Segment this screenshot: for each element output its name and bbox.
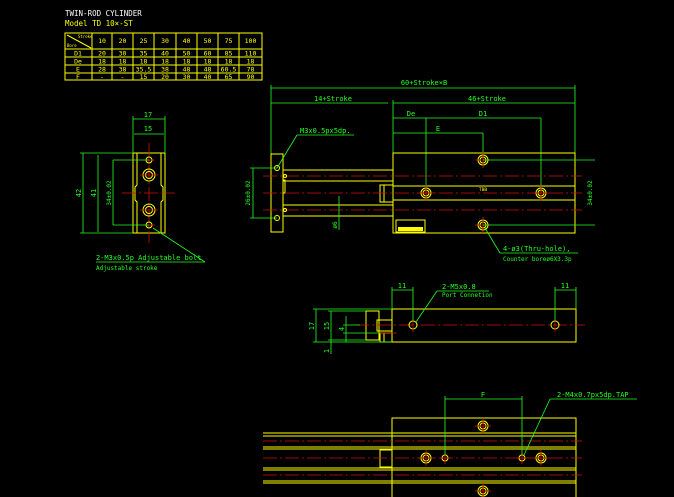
table-cell: 60.5 [221,65,237,73]
dim-rod-length: 14+Stroke [314,95,352,103]
table-column-header: 40 [183,37,191,45]
table-row-label: F [76,73,80,81]
dim-height-outer: 42 [75,189,83,197]
table-cell: 30 [183,73,191,81]
table-column-header: 75 [225,37,233,45]
end-view-note-1: 2-M3x0.5p Adjustable bolt [96,254,201,262]
dim-hole-pitch: 34±0.02 [106,180,113,206]
table-corner-top: Stroke [78,34,93,39]
dim-width-outer: 17 [144,111,152,119]
table-column-header: 25 [140,37,148,45]
dim-port-right: 11 [561,282,569,290]
table-cell: 18 [183,57,191,65]
table-column-header: 20 [119,37,127,45]
table-cell: 60 [204,49,212,57]
end-view-note-2: Adjustable stroke [96,265,158,272]
tap-note: 2-M4x0.7px5dp.TAP [557,391,629,399]
dim-port-left: 11 [398,282,406,290]
body-mark: TBB [479,187,487,193]
top-view: 60+Stroke×B 14+Stroke 46+Stroke De D1 E … [245,79,595,263]
table-column-header: 30 [161,37,169,45]
table-cell: 35.5 [136,65,152,73]
dim-f: F [481,391,485,399]
table-cell: 38 [161,65,169,73]
dim-width-inner: 15 [144,125,152,133]
holes-note-1: 4-ø3(Thru-hole), [503,245,570,253]
holes-note-2: Counter boreø6X3.3p [503,256,572,263]
table-cell: 18 [247,57,255,65]
table-cell: 18 [204,57,212,65]
table-cell: 90 [247,73,255,81]
dim-de: De [407,110,415,118]
side-dim-offset: 4 [338,327,346,331]
table-cell: 50 [183,49,191,57]
port-note-1: 2-M5x0.8 [442,283,476,291]
end-view: 17 15 42 41 34±0.02 2-M3x0.5p Adjustable… [75,111,206,272]
table-cell: 40 [204,73,212,81]
side-dim-height-inner: 15 [323,322,331,330]
table-cell: 18 [161,57,169,65]
table-cell: 18 [140,57,148,65]
table-cell: 110 [245,49,257,57]
table-cell: 18 [98,57,106,65]
table-cell: 28 [98,65,106,73]
table-cell: 38 [119,65,127,73]
dim-plate-pitch: 26±0.02 [245,180,252,206]
table-cell: 18 [225,57,233,65]
table-row-label: De [74,57,82,65]
table-cell: 78 [247,65,255,73]
dim-body-pitch: 34±0.02 [587,180,594,206]
bottom-view: F 2-M4x0.7px5dp.TAP [263,391,637,497]
model-label: Model TD 10×-ST [65,19,133,28]
side-view: 17 15 4 1 11 11 2-M5x0.8 Port Connetion [308,282,585,354]
dim-body-length: 46+Stroke [468,95,506,103]
table-column-header: 10 [98,37,106,45]
table-cell: 35 [140,49,148,57]
plate-thread-note: M3x0.5px5dp. [300,127,351,135]
label-plate [395,219,426,233]
table-cell: 15 [140,73,148,81]
table-cell: 40 [161,49,169,57]
table-cell: 20 [98,49,106,57]
dim-height-mid: 41 [90,189,98,197]
table-cell: 30 [119,49,127,57]
table-cell: 18 [119,57,127,65]
port-note-2: Port Connetion [442,292,493,299]
table-row-label: E [76,65,80,73]
side-dim-base: 1 [323,349,331,353]
dim-d1: D1 [479,110,487,118]
side-dim-height-outer: 17 [308,322,316,330]
table-cell: 65 [225,73,233,81]
table-column-header: 50 [204,37,212,45]
table-row-label: D1 [74,49,82,57]
table-cell: - [100,73,104,81]
dim-total-length: 60+Stroke×B [401,79,447,87]
table-cell: 48 [183,65,191,73]
table-cell: 48 [204,65,212,73]
drawing-title: TWIN-ROD CYLINDER [65,9,142,18]
rod-nut [379,184,394,203]
table-cell: 20 [161,73,169,81]
dim-e: E [436,125,440,133]
dim-rod-diameter: ø6 [332,221,339,229]
table-column-header: 100 [245,37,257,45]
table-cell: 85 [225,49,233,57]
table-corner-bottom: Bore [67,43,77,48]
table-cell: - [121,73,125,81]
